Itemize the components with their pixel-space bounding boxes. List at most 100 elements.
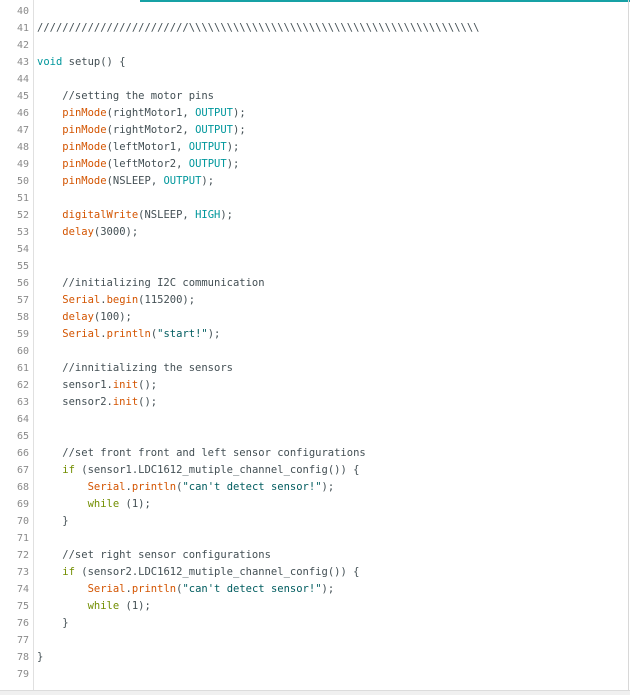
code-line[interactable]: 40 [0,3,628,20]
code-line[interactable]: 71 [0,530,628,547]
code-token-plain [37,600,88,612]
code-text[interactable]: pinMode(rightMotor2, OUTPUT); [37,122,245,139]
code-token-fn: init [112,396,139,408]
code-token-plain: ); [321,481,335,493]
code-text[interactable]: delay(3000); [37,224,138,241]
code-line[interactable]: 53 delay(3000); [0,224,628,241]
code-text[interactable]: pinMode(leftMotor1, OUTPUT); [37,139,239,156]
code-line[interactable]: 58 delay(100); [0,309,628,326]
line-number: 54 [16,244,29,255]
line-number: 58 [16,312,29,323]
code-line[interactable]: 47 pinMode(rightMotor2, OUTPUT); [0,122,628,139]
code-text[interactable]: if (sensor1.LDC1612_mutiple_channel_conf… [37,462,359,479]
code-text[interactable]: Serial.println("can't detect sensor!"); [37,581,335,598]
code-token-fn: delay [62,226,94,238]
code-line[interactable]: 46 pinMode(rightMotor1, OUTPUT); [0,105,628,122]
code-token-plain [37,583,88,595]
code-line[interactable]: 70 } [0,513,628,530]
code-line[interactable]: 72 //set right sensor configurations [0,547,628,564]
code-line[interactable]: 59 Serial.println("start!"); [0,326,628,343]
line-number: 78 [16,652,29,663]
code-line[interactable]: 63 sensor2.init(); [0,394,628,411]
code-line[interactable]: 66 //set front front and left sensor con… [0,445,628,462]
code-line[interactable]: 75 while (1); [0,598,628,615]
code-line[interactable]: 77 [0,632,628,649]
code-text[interactable]: sensor2.init(); [37,394,157,411]
code-line[interactable]: 45 //setting the motor pins [0,88,628,105]
code-token-plain: (rightMotor2, [106,124,196,136]
code-text[interactable]: //setting the motor pins [37,88,214,105]
code-line[interactable]: 56 //initializing I2C communication [0,275,628,292]
line-number: 65 [16,431,29,442]
code-text[interactable]: Serial.println("start!"); [37,326,220,343]
code-text[interactable]: } [37,615,69,632]
line-number: 74 [16,584,29,595]
code-token-plain [37,141,62,153]
code-token-fn: println [131,583,177,595]
code-text[interactable]: Serial.println("can't detect sensor!"); [37,479,335,496]
code-token-plain [37,107,62,119]
code-line[interactable]: 68 Serial.println("can't detect sensor!"… [0,479,628,496]
code-token-plain: (rightMotor1, [106,107,196,119]
code-text[interactable]: pinMode(rightMotor1, OUTPUT); [37,105,245,122]
code-line[interactable]: 44 [0,71,628,88]
active-tab-indicator [140,0,630,2]
code-text[interactable]: pinMode(NSLEEP, OUTPUT); [37,173,214,190]
code-text[interactable]: } [37,513,68,530]
code-text[interactable]: pinMode(leftMotor2, OUTPUT); [37,156,239,173]
code-line[interactable]: 54 [0,241,628,258]
code-line[interactable]: 79 [0,666,628,683]
code-token-const: OUTPUT [195,107,234,119]
code-text[interactable]: //set right sensor configurations [37,547,271,564]
code-line[interactable]: 74 Serial.println("can't detect sensor!"… [0,581,628,598]
line-number: 51 [16,193,29,204]
code-text[interactable]: //set front front and left sensor config… [37,445,365,462]
code-text[interactable]: digitalWrite(NSLEEP, HIGH); [37,207,233,224]
code-text[interactable]: Serial.begin(115200); [37,292,195,309]
line-number: 70 [16,516,29,527]
code-line[interactable]: 61 //innitializing the sensors [0,360,628,377]
code-line[interactable]: 76 } [0,615,628,632]
code-token-plain: (); [138,396,158,408]
line-number: 76 [16,618,29,629]
code-line[interactable]: 67 if (sensor1.LDC1612_mutiple_channel_c… [0,462,628,479]
code-line[interactable]: 49 pinMode(leftMotor2, OUTPUT); [0,156,628,173]
code-text[interactable]: if (sensor2.LDC1612_mutiple_channel_conf… [37,564,359,581]
code-text[interactable]: while (1); [37,598,151,615]
code-line[interactable]: 65 [0,428,628,445]
code-token-plain: } [37,617,69,629]
code-line[interactable]: 41////////////////////////\\\\\\\\\\\\\\… [0,20,628,37]
code-line[interactable]: 60 [0,343,628,360]
code-line[interactable]: 52 digitalWrite(NSLEEP, HIGH); [0,207,628,224]
code-token-str: "can't detect sensor!" [182,583,322,595]
code-text[interactable]: } [37,649,43,666]
code-token-ctrl: while [87,498,120,510]
code-token-plain: (3000); [93,226,139,238]
line-number: 45 [16,91,29,102]
code-line[interactable]: 57 Serial.begin(115200); [0,292,628,309]
code-line[interactable]: 62 sensor1.init(); [0,377,628,394]
code-text[interactable]: //initializing I2C communication [37,275,264,292]
code-text[interactable]: while (1); [37,496,151,513]
horizontal-scrollbar[interactable] [0,690,630,695]
code-line[interactable]: 69 while (1); [0,496,628,513]
code-line[interactable]: 73 if (sensor2.LDC1612_mutiple_channel_c… [0,564,628,581]
code-token-plain: (sensor1.LDC1612_mutiple_channel_config(… [74,464,360,476]
code-line[interactable]: 42 [0,37,628,54]
code-line[interactable]: 78} [0,649,628,666]
code-text[interactable]: void setup() { [37,54,126,71]
code-text[interactable]: ////////////////////////\\\\\\\\\\\\\\\\… [37,20,480,37]
code-text[interactable]: //innitializing the sensors [37,360,233,377]
code-text[interactable]: delay(100); [37,309,132,326]
code-line[interactable]: 55 [0,258,628,275]
code-text[interactable]: sensor1.init(); [37,377,157,394]
code-line[interactable]: 51 [0,190,628,207]
code-line[interactable]: 48 pinMode(leftMotor1, OUTPUT); [0,139,628,156]
code-token-plain: (1); [119,498,151,510]
code-line[interactable]: 64 [0,411,628,428]
code-line[interactable]: 50 pinMode(NSLEEP, OUTPUT); [0,173,628,190]
code-token-plain: setup [62,56,101,68]
